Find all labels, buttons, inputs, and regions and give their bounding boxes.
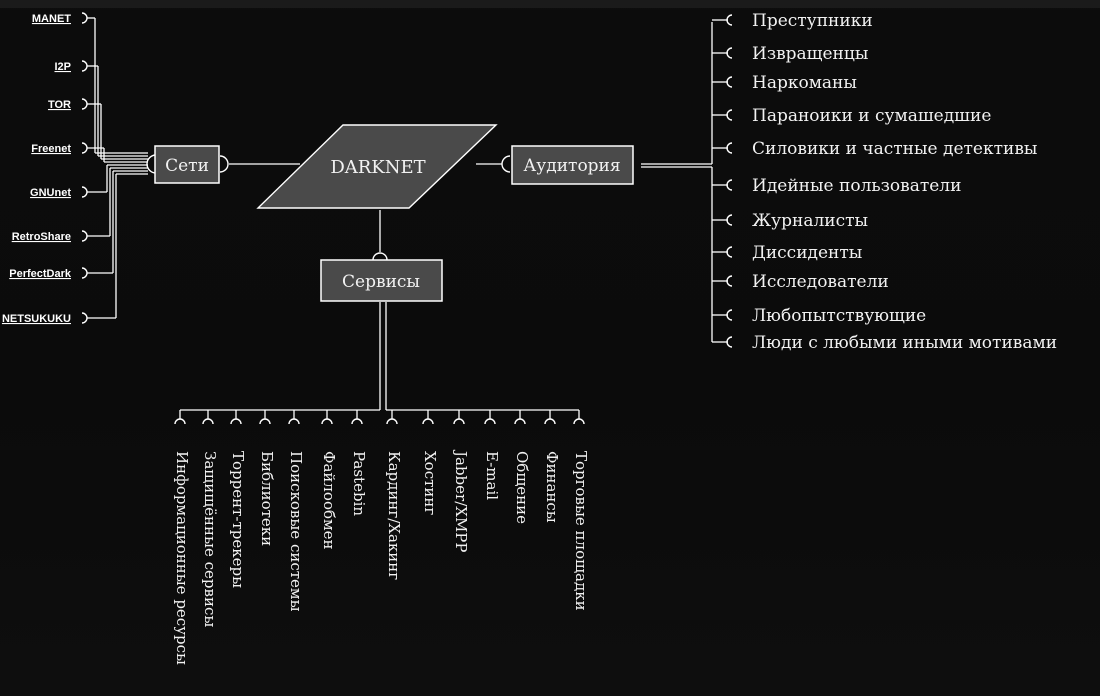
audience-label: Люди с любыми иными мотивами bbox=[752, 333, 1057, 353]
service-connector bbox=[484, 418, 496, 425]
service-connector bbox=[230, 418, 242, 425]
audience-label: Наркоманы bbox=[752, 73, 857, 93]
audience-label: Журналисты bbox=[752, 211, 868, 231]
service-connector bbox=[514, 418, 526, 425]
service-connector bbox=[573, 418, 585, 425]
network-connector bbox=[81, 267, 88, 279]
audience-label: Параноики и сумашедшие bbox=[752, 106, 991, 126]
network-label: TOR bbox=[48, 99, 71, 111]
service-connector bbox=[544, 418, 556, 425]
audience-label: Преступники bbox=[752, 11, 873, 31]
audience-connector bbox=[726, 275, 733, 287]
service-label: Защищённые сервисы bbox=[201, 451, 219, 627]
service-connector bbox=[174, 418, 186, 425]
service-connector bbox=[259, 418, 271, 425]
audience-box: Аудитория bbox=[511, 145, 634, 185]
service-connector bbox=[386, 418, 398, 425]
audience-connector bbox=[726, 336, 733, 348]
audience-connector bbox=[726, 142, 733, 154]
audience-label: Любопытствующие bbox=[752, 306, 926, 326]
services-box-connector bbox=[372, 252, 388, 261]
service-label: Торговые площадки bbox=[572, 451, 590, 611]
service-connector bbox=[288, 418, 300, 425]
network-label: Freenet bbox=[31, 143, 71, 155]
service-label: Торрент-трекеры bbox=[229, 451, 247, 588]
service-label: Кардинг/Хакинг bbox=[385, 451, 403, 580]
network-label: NETSUKUKU bbox=[2, 313, 71, 325]
audience-label: Диссиденты bbox=[752, 243, 862, 263]
network-label: GNUnet bbox=[30, 187, 71, 199]
audience-list: ПреступникиИзвращенцыНаркоманыПараноики … bbox=[641, 11, 1057, 353]
service-connector bbox=[202, 418, 214, 425]
audience-connector bbox=[726, 14, 733, 26]
network-connector bbox=[81, 12, 88, 24]
network-label: MANET bbox=[32, 13, 71, 25]
services-box: Сервисы bbox=[320, 259, 443, 302]
audience-connector bbox=[726, 109, 733, 121]
service-label: Pastebin bbox=[350, 451, 368, 516]
service-label: Финансы bbox=[543, 451, 561, 523]
network-list: MANET I2P TOR FreenetGNUnetRetroSharePerfec… bbox=[2, 12, 148, 325]
network-connector bbox=[81, 312, 88, 324]
darknet-label: DARKNET bbox=[330, 157, 425, 178]
audience-box-label: Аудитория bbox=[523, 156, 620, 176]
service-label: Информационные ресурсы bbox=[173, 451, 191, 665]
connector-lines bbox=[146, 154, 511, 261]
service-label: Хостинг bbox=[421, 451, 439, 515]
audience-label: Силовики и частные детективы bbox=[752, 139, 1037, 159]
service-label: Общение bbox=[513, 451, 531, 524]
audience-connector bbox=[726, 246, 733, 258]
network-label: RetroShare bbox=[12, 231, 71, 243]
network-connector bbox=[81, 60, 88, 72]
audience-connector bbox=[726, 214, 733, 226]
service-connector bbox=[453, 418, 465, 425]
networks-box-input-connector bbox=[146, 154, 157, 174]
network-label: PerfectDark bbox=[9, 268, 72, 280]
network-connector bbox=[81, 98, 88, 110]
audience-connector bbox=[726, 47, 733, 59]
darknet-node: DARKNET bbox=[256, 124, 498, 209]
audience-connector bbox=[726, 76, 733, 88]
networks-box: Сети bbox=[154, 145, 220, 184]
audience-label: Исследователи bbox=[752, 272, 889, 292]
networks-box-connector bbox=[219, 155, 229, 173]
service-connector bbox=[321, 418, 333, 425]
audience-connector bbox=[726, 309, 733, 321]
services-list: Информационные ресурсы Защищённые сервисы… bbox=[173, 302, 590, 665]
network-connector bbox=[81, 186, 88, 198]
service-label: Поисковые системы bbox=[287, 451, 305, 612]
services-box-label: Сервисы bbox=[342, 272, 420, 292]
audience-label: Идейные пользователи bbox=[752, 176, 961, 196]
service-label: Jabber/XMPP bbox=[452, 449, 470, 552]
service-label: Файлообмен bbox=[320, 451, 338, 550]
network-connector bbox=[81, 142, 88, 154]
audience-connector bbox=[726, 179, 733, 191]
audience-box-connector bbox=[501, 155, 511, 173]
network-connector bbox=[81, 230, 88, 242]
audience-label: Извращенцы bbox=[752, 44, 868, 64]
service-connector bbox=[351, 418, 363, 425]
network-label: I2P bbox=[54, 61, 71, 73]
service-label: Библиотеки bbox=[258, 451, 276, 546]
networks-box-label: Сети bbox=[165, 156, 209, 176]
service-connector bbox=[422, 418, 434, 425]
service-label: E-mail bbox=[483, 451, 501, 500]
top-band bbox=[0, 0, 1100, 8]
